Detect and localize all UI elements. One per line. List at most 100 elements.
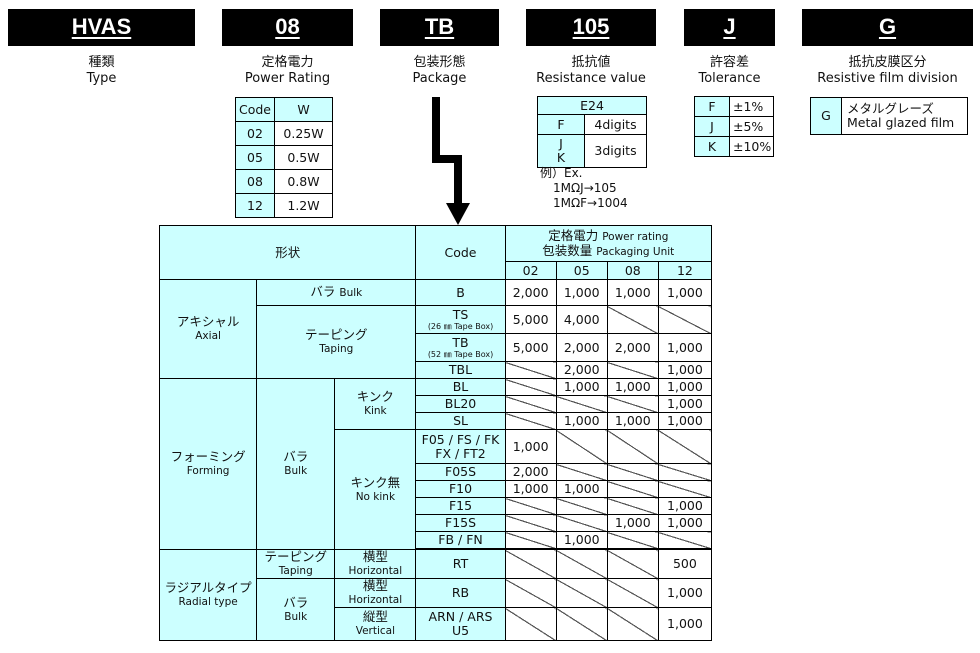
code-arn-line1: ARN / ARS (428, 609, 493, 624)
package-label: 包装形態 Package (380, 54, 499, 87)
film-label-ja: 抵抗皮膜区分 (848, 55, 927, 70)
tolerance-code: K (694, 136, 730, 157)
example-label: 例）Ex. (540, 166, 583, 180)
cell-na (606, 480, 659, 498)
cell-na (504, 578, 557, 608)
film-code: G (810, 97, 842, 135)
resistance-table-title: E24 (537, 96, 647, 115)
tolerance-table: F±1% J±5% K±10% (694, 96, 774, 157)
code-fbfn: FB / FN (415, 531, 506, 549)
power-label-ja: 定格電力 (261, 55, 314, 70)
code-f15s: F15S (415, 514, 506, 532)
cell: 1,000 (555, 279, 608, 306)
code-f05s: F05S (415, 463, 506, 481)
cell-na (555, 429, 608, 464)
power-value: 0.25W (274, 121, 333, 146)
code-arn-line2: U5 (451, 623, 470, 638)
film-table: G メタルグレーズ Metal glazed film (810, 97, 968, 135)
cell-na (555, 514, 608, 532)
tolerance-value: ±5% (729, 116, 774, 137)
code-tb-note: (52 ㎜ Tape Box) (427, 349, 494, 359)
package-label-en: Package (412, 71, 467, 86)
axial-en: Axial (195, 330, 221, 342)
cell-na (555, 549, 608, 579)
cell-na (504, 497, 557, 515)
code-arn: ARN / ARS U5 (415, 607, 506, 641)
axial-ja: アキシャル (176, 314, 240, 329)
resistance-label-ja: 抵抗値 (571, 55, 611, 70)
cell-na (606, 361, 659, 379)
forming-en: Forming (186, 465, 230, 477)
tolerance-label-en: Tolerance (698, 71, 761, 86)
arrow-shaft-2 (432, 155, 462, 163)
bulk-en: Bulk (339, 287, 363, 299)
power-code: 12 (235, 193, 275, 218)
cell: 1,000 (555, 378, 608, 396)
code-f15: F15 (415, 497, 506, 515)
cell-na (555, 578, 608, 608)
cell: 2,000 (555, 333, 608, 362)
radial-bulk: バラ Bulk (256, 578, 336, 641)
taping-ja: テーピング (305, 327, 368, 342)
type-label-en: Type (86, 71, 117, 86)
header-power-en: Power rating (602, 230, 669, 243)
resistance-table: E24 F 4digits J K 3digits (537, 96, 647, 168)
cell: 1,000 (504, 429, 557, 464)
code-f10: F10 (415, 480, 506, 498)
cell: 1,000 (657, 361, 713, 379)
arrow-shaft-3 (454, 155, 462, 205)
package-label-ja: 包装形態 (413, 55, 466, 70)
film-desc-ja: メタルグレーズ (847, 101, 934, 116)
power-value: 1.2W (274, 193, 333, 218)
cell-na (657, 305, 713, 334)
cell: 1,000 (555, 480, 608, 498)
horizontal-ja: 横型 (362, 549, 388, 564)
power-value: 0.8W (274, 169, 333, 194)
power-header-code: Code (235, 97, 275, 122)
cell: 5,000 (504, 333, 557, 362)
cell: 1,000 (657, 378, 713, 396)
tolerance-code: J (694, 116, 730, 137)
cell-na (555, 463, 608, 481)
cell: 1,000 (606, 378, 659, 396)
cell-na (504, 607, 557, 641)
cell: 1,000 (606, 279, 659, 306)
code-f05-line2: FX / FT2 (435, 445, 486, 461)
cell: 5,000 (504, 305, 557, 334)
cell-na (555, 497, 608, 515)
radial-taping: テーピング Taping (256, 549, 336, 579)
cell: 1,000 (606, 412, 659, 430)
code-bl: BL (415, 378, 506, 396)
header-power-rating: 定格電力 Power rating 包装数量 Packaging Unit (504, 225, 713, 262)
code-ts-label: TS (452, 306, 469, 322)
resistance-code-f: F (537, 114, 585, 135)
forming-nokink: キンク無 No kink (334, 429, 417, 550)
bulk-ja: バラ (283, 449, 309, 464)
tolerance-code-box: J (684, 9, 775, 46)
radial-ja: ラジアルタイプ (164, 580, 252, 595)
header-pack-en: Packaging Unit (596, 245, 675, 258)
power-value: 0.5W (274, 145, 333, 170)
forming-bulk: バラ Bulk (256, 378, 336, 550)
cell-na (606, 305, 659, 334)
cell-na (606, 607, 659, 641)
shape-axial: アキシャル Axial (158, 279, 258, 379)
tolerance-label: 許容差 Tolerance (684, 54, 775, 87)
cell-na (606, 549, 659, 579)
vertical-en: Vertical (355, 625, 396, 637)
axial-bulk: バラ Bulk (256, 279, 417, 306)
cell-na (606, 578, 659, 608)
resistance-code-jk: J K (537, 134, 585, 168)
tolerance-value: ±10% (729, 136, 774, 157)
code-rb: RB (415, 578, 506, 608)
col-05: 05 (555, 261, 608, 280)
cell: 1,000 (657, 514, 713, 532)
bulk-en: Bulk (284, 465, 308, 477)
code-f05-line1: F05 / FS / FK (421, 431, 500, 447)
header-pack-ja: 包装数量 (542, 242, 593, 258)
power-code: 02 (235, 121, 275, 146)
tolerance-code: F (694, 96, 730, 117)
cell: 2,000 (504, 463, 557, 481)
cell-na (504, 514, 557, 532)
